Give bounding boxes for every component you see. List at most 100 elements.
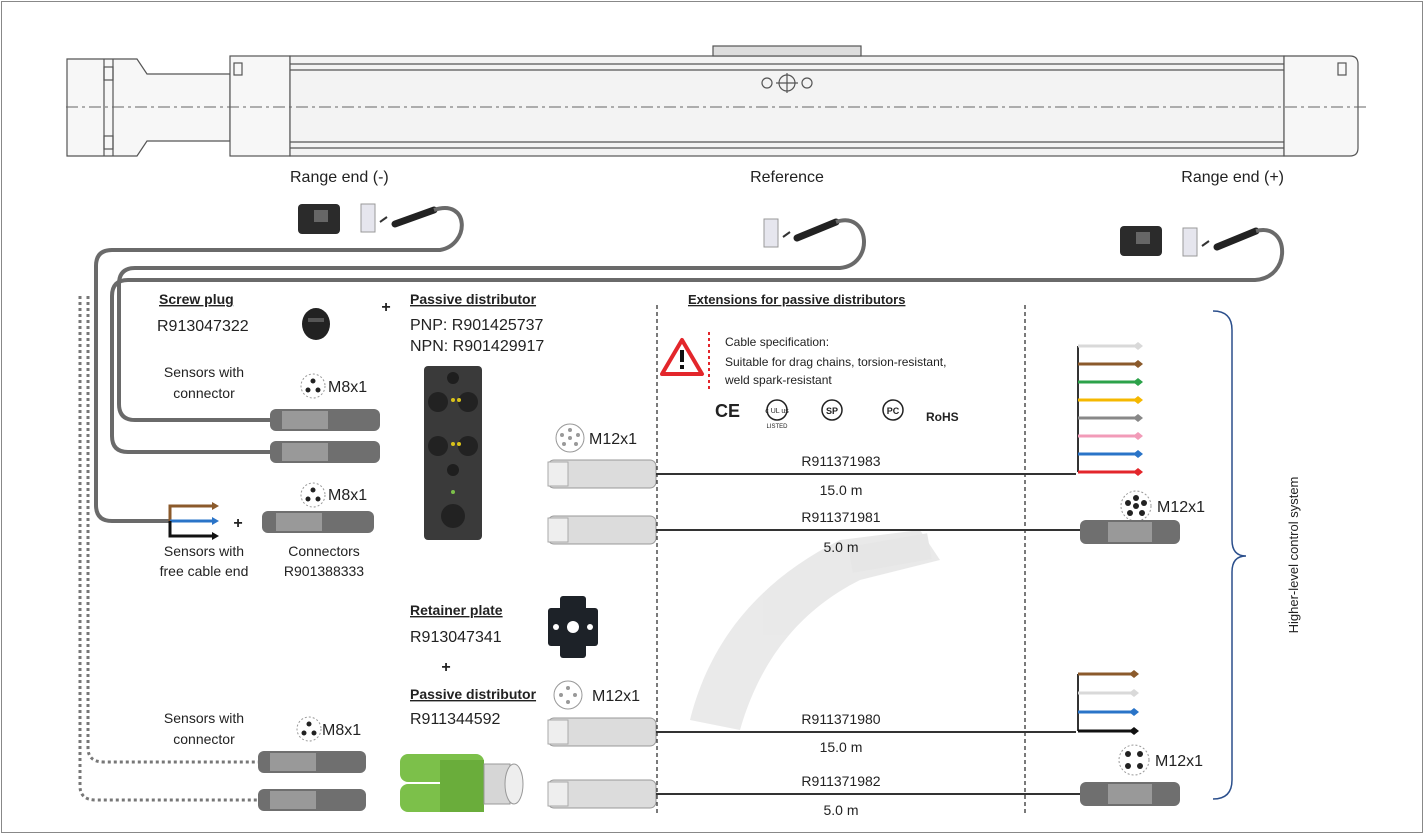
m8-connector-icon — [270, 409, 380, 431]
cable-3-length: 15.0 m — [820, 739, 863, 755]
cable-1-length: 15.0 m — [820, 482, 863, 498]
retainer-plate-part: R913047341 — [410, 629, 502, 646]
sensor-cylinder-icon — [1213, 227, 1260, 251]
m12-plug-icon — [547, 515, 657, 545]
wire-end-marker — [1129, 708, 1139, 716]
m12-plug-icon — [547, 459, 657, 489]
m12-connectors-right — [1080, 520, 1180, 806]
wire-fanout-4 — [1077, 670, 1139, 735]
m8-connector-icon — [258, 751, 366, 773]
m8-connector-icon — [270, 441, 380, 463]
connectors-part: R901388333 — [284, 563, 364, 579]
screw-plug-icon — [302, 308, 330, 340]
sensor-group-neg — [298, 203, 438, 234]
warning-icon — [660, 338, 704, 376]
sensors-connector-label-1: Sensors with — [164, 364, 244, 380]
m12-pin-icon — [553, 680, 583, 710]
cable-range-neg — [94, 206, 464, 523]
sensors-connector-bottom-label-1: Sensors with — [164, 710, 244, 726]
linear-axis-drawing — [66, 45, 1359, 157]
m12-label-b: M12x1 — [592, 688, 640, 705]
extensions-title: Extensions for passive distributors — [688, 292, 905, 307]
screw-plug-title: Screw plug — [159, 291, 234, 307]
connectors-title: Connectors — [288, 543, 360, 559]
m8-label-c: M8x1 — [322, 722, 361, 739]
sensor-group-ref — [763, 218, 840, 248]
dotted-cables — [78, 296, 270, 802]
sensor-small-icon — [360, 203, 376, 233]
m12-label-c: M12x1 — [1157, 499, 1205, 516]
cable-2-length: 5.0 m — [823, 539, 858, 555]
wire-end-marker — [1133, 450, 1143, 458]
plus-sign: + — [381, 299, 390, 316]
sensor-cables — [94, 206, 1285, 523]
wire-end-marker — [1129, 689, 1139, 697]
sensor-cylinder-icon — [391, 206, 438, 228]
ul-mark-icon — [766, 399, 788, 421]
cable-spec-title: Cable specification: — [725, 335, 829, 349]
m12-label-d: M12x1 — [1155, 753, 1203, 770]
m8-pin-icon — [296, 716, 322, 742]
ce-mark-icon: CE — [715, 401, 740, 421]
svg-text:PC: PC — [887, 406, 900, 416]
bracket — [1212, 310, 1247, 800]
rohs-mark-icon: RoHS — [926, 410, 959, 424]
passive-distributor-1-title: Passive distributor — [410, 291, 537, 307]
cable-1-part: R911371983 — [801, 453, 880, 469]
wire-end-marker — [1133, 414, 1143, 422]
drag-chain-icon — [690, 530, 940, 730]
wire-end-marker — [1133, 342, 1143, 350]
m12-plugs-left — [547, 459, 657, 809]
wire-fanout-8 — [1077, 342, 1143, 476]
wire-end-marker — [1129, 727, 1139, 735]
passive-distributor-2-title: Passive distributor — [410, 686, 537, 702]
retainer-plate-icon — [548, 596, 598, 658]
m12-pin-icon — [1120, 490, 1152, 522]
wire-end-marker — [1133, 378, 1143, 386]
screw-plug-part: R913047322 — [157, 318, 249, 335]
m8-label-b: M8x1 — [328, 487, 367, 504]
cable-range-pos — [110, 228, 1285, 454]
pc-mark-icon — [882, 399, 904, 421]
label-reference: Reference — [750, 169, 824, 186]
m12-plug-icon — [547, 779, 657, 809]
svg-text:LISTED: LISTED — [766, 424, 788, 430]
svg-text:c UL us: c UL us — [765, 408, 789, 415]
cable-2-part: R911371981 — [801, 509, 880, 525]
m8-pin-icon — [300, 373, 326, 399]
plus-sign-free-end: + — [233, 515, 242, 532]
cable-spec-line1: Suitable for drag chains, torsion-resist… — [725, 355, 946, 369]
m12-connector-icon — [1080, 520, 1180, 544]
passive-distributor-1-icon — [424, 366, 482, 540]
free-cable-end-icon — [168, 502, 219, 540]
label-range-end-pos: Range end (+) — [1181, 169, 1284, 186]
passive-distributor-2-part: R911344592 — [410, 711, 501, 728]
m8-connector-icon — [262, 511, 374, 533]
wire-end-marker — [1133, 396, 1143, 404]
cable-4-length: 5.0 m — [823, 802, 858, 818]
cable-4-part: R911371982 — [801, 773, 880, 789]
sensor-group-pos — [1120, 226, 1260, 257]
passive-distributor-1-pnp: PNP: R901425737 — [410, 317, 544, 334]
m12-pin-icon — [555, 423, 585, 453]
m12-connector-icon — [1080, 782, 1180, 806]
plus-sign-retainer: + — [441, 659, 450, 676]
sensor-cylinder-icon — [793, 218, 840, 242]
svg-text:SP: SP — [826, 406, 838, 416]
passive-distributor-1-npn: NPN: R901429917 — [410, 338, 544, 355]
passive-distributor-2-icon — [400, 754, 524, 812]
cable-3-part: R911371980 — [801, 711, 880, 727]
label-range-end-neg: Range end (-) — [290, 169, 389, 186]
extension-cables — [656, 473, 1080, 795]
cable-reference — [117, 218, 866, 422]
m8-connectors — [258, 409, 380, 811]
cable-spec-line2: weld spark-resistant — [724, 373, 832, 387]
sensor-small-icon — [1182, 227, 1198, 257]
wire-end-marker — [1129, 670, 1139, 678]
sensors-free-label-1: Sensors with — [164, 543, 244, 559]
wire-end-marker — [1133, 432, 1143, 440]
m8-label-a: M8x1 — [328, 379, 367, 396]
certification-marks: CE c UL us LISTED SP PC RoHS — [715, 399, 959, 430]
